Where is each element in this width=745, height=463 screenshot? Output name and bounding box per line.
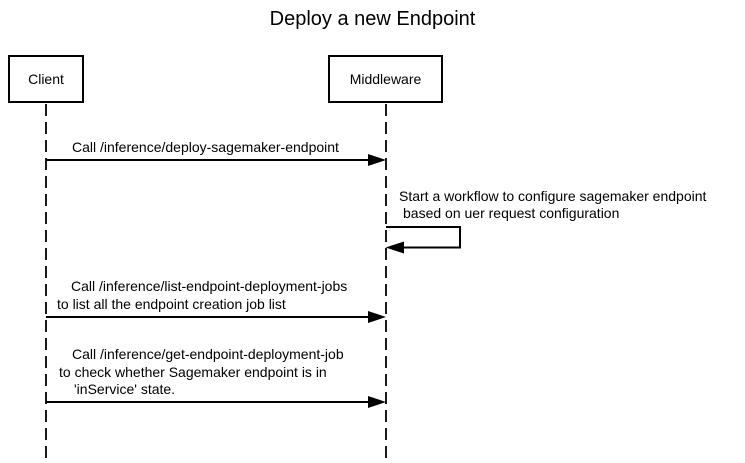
message-arrow-3	[46, 396, 386, 408]
message-arrow-2	[46, 311, 386, 323]
message-3-text-line-2: to check whether Sagemaker endpoint is i…	[59, 364, 327, 380]
actor-box-middleware: Middleware	[328, 55, 443, 103]
message-3-text-line-3: 'inService' state.	[74, 381, 176, 397]
message-1-text: Call /inference/deploy-sagemaker-endpoin…	[72, 139, 339, 155]
message-2-text-line-1: Call /inference/list-endpoint-deployment…	[71, 278, 348, 294]
message-arrow-1	[46, 154, 386, 166]
self-message-text-line-1: Start a workflow to configure sagemaker …	[399, 188, 707, 204]
actor-middleware-label: Middleware	[349, 71, 422, 87]
actor-box-client: Client	[8, 55, 84, 103]
arrowhead-left-icon	[385, 241, 404, 254]
arrowhead-right-icon	[368, 396, 386, 408]
diagram-title: Deploy a new Endpoint	[269, 8, 476, 30]
message-3-text-line-1: Call /inference/get-endpoint-deployment-…	[72, 346, 344, 362]
self-message-arrow	[385, 226, 461, 254]
actor-client-label: Client	[28, 71, 64, 87]
self-message-text-line-2: based on uer request configuration	[403, 205, 620, 221]
arrowhead-right-icon	[368, 154, 386, 166]
arrowhead-right-icon	[368, 311, 386, 323]
message-2-text-line-2: to list all the endpoint creation job li…	[57, 296, 286, 312]
